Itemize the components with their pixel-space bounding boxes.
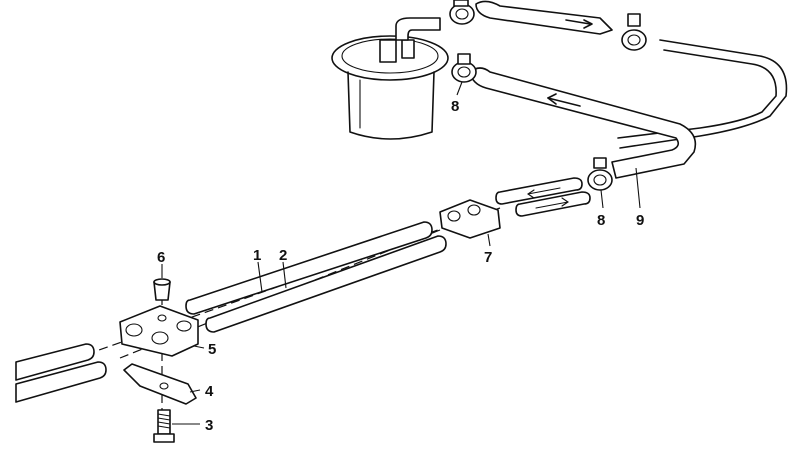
leader-lines [161, 81, 641, 425]
callout-6: 6 [157, 249, 165, 266]
hose-clamp-upper-right [621, 13, 647, 51]
pipe-holder-7 [439, 199, 501, 239]
cap-6 [153, 278, 171, 301]
callout-7: 7 [484, 249, 492, 266]
callout-9: 9 [636, 212, 644, 229]
pipe-holder-5 [119, 305, 199, 357]
callout-5: 5 [208, 341, 216, 358]
callout-4: 4 [205, 383, 214, 400]
clamping-plate-4 [123, 363, 197, 405]
upper-hoses [469, 0, 788, 179]
left-pipes [15, 343, 107, 403]
callout-labels: 1 2 3 4 5 6 7 8 8 9 [157, 98, 644, 434]
callout-8a: 8 [451, 98, 459, 115]
hose-clamp-upper-left [449, 0, 475, 25]
screw-3 [153, 409, 175, 443]
short-pipes [495, 177, 591, 217]
callout-3: 3 [205, 417, 213, 434]
fuel-pipes-1-2 [185, 221, 447, 333]
callout-2: 2 [279, 247, 287, 264]
callout-1: 1 [253, 247, 261, 264]
callout-8b: 8 [597, 212, 605, 229]
hose-clamp-8a [451, 53, 477, 83]
tank-sender-unit [331, 17, 449, 140]
hose-clamp-8b [587, 157, 613, 191]
